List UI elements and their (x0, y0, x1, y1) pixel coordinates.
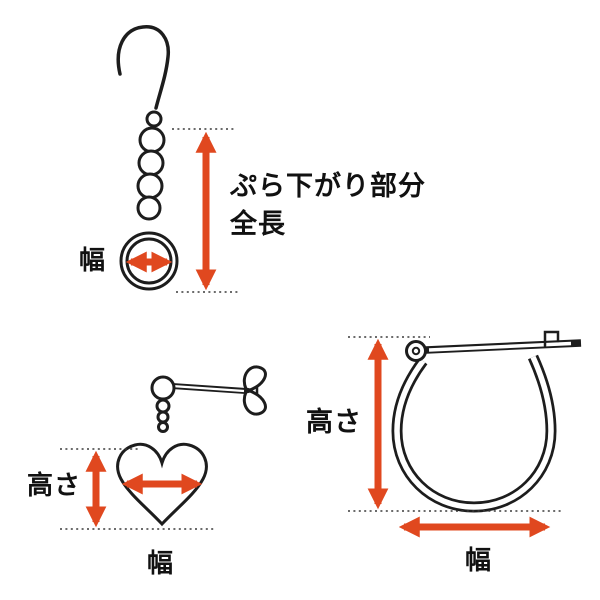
hook-earring-illustration (116, 25, 179, 291)
hoop-body-fill (394, 355, 554, 510)
hook-loop (145, 110, 163, 128)
hoop-catch-flag (543, 330, 560, 348)
butterfly-clutch-lower-wing (242, 389, 267, 416)
heart-guides (60, 448, 216, 530)
bead-3 (136, 172, 164, 200)
hoop-height-label: 高さ (306, 407, 362, 438)
heart-height-label: 高さ (27, 471, 82, 501)
hang-length-label-line1: ぷら下がり部分 (230, 171, 426, 202)
connector-bead-3 (157, 421, 169, 433)
hang-width-label: 幅 (79, 246, 107, 276)
stud-ball (150, 375, 176, 401)
hoop-guides (348, 336, 562, 512)
heart-width-label: 幅 (147, 549, 175, 579)
connector-bead-1 (155, 398, 171, 414)
stud-post-highlight (171, 384, 245, 393)
hoop-hinge-hole (411, 346, 421, 356)
hang-length-label: ぷら下がり部分 全長 (230, 168, 426, 244)
heart-stud-earring-illustration (116, 365, 267, 527)
hoop-earring-illustration (391, 330, 582, 513)
ear-hook-wire (116, 25, 170, 110)
bead-1 (138, 126, 166, 154)
butterfly-clutch-upper-wing (242, 365, 267, 392)
connector-bead-2 (156, 410, 170, 424)
hang-length-label-line2: 全長 (230, 209, 286, 240)
hoop-width-label: 幅 (465, 546, 493, 576)
bead-2 (137, 149, 165, 177)
bead-4 (136, 195, 162, 221)
hoop-latch-bar-highlight (428, 341, 572, 352)
